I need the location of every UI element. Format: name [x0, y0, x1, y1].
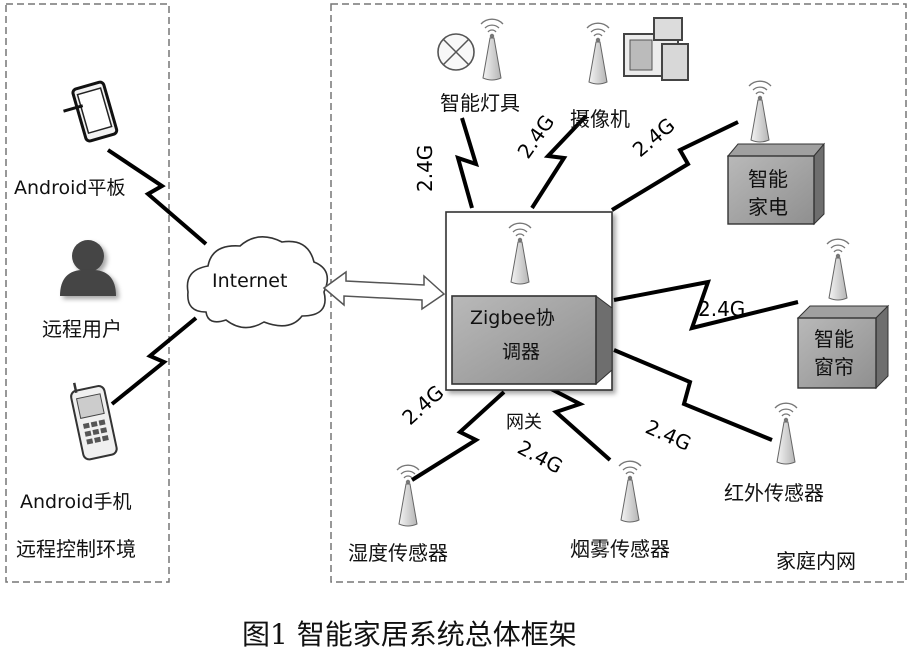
appliance-box — [726, 142, 826, 226]
cloud-icon — [186, 236, 329, 329]
lamp-icon — [437, 33, 475, 71]
curtain-label-line1: 智能 — [814, 327, 854, 351]
coordinator-label-line1: Zigbee协 — [470, 307, 555, 329]
user-label: 远程用户 — [42, 317, 122, 341]
tablet-icon — [63, 80, 119, 143]
user-icon — [60, 240, 116, 296]
camera-label: 摄像机 — [570, 107, 630, 131]
internet-label: Internet — [212, 270, 287, 292]
infrared-label: 红外传感器 — [724, 481, 824, 505]
coordinator-box — [451, 295, 613, 386]
link-appliance — [610, 120, 739, 212]
phone-icon — [70, 382, 118, 461]
appliance-label-line2: 家电 — [748, 195, 788, 219]
link-tablet-internet — [106, 148, 208, 246]
link-camera — [530, 114, 588, 210]
tablet-label: Android平板 — [14, 177, 125, 199]
lamp-label: 智能灯具 — [440, 91, 520, 115]
link-humidity — [410, 390, 506, 482]
link-infrared — [613, 348, 773, 442]
freq-label-curtain: 2.4G — [698, 297, 745, 321]
link-curtain — [613, 279, 799, 331]
link-phone-internet — [110, 316, 198, 406]
remote-env-title: 远程控制环境 — [16, 537, 136, 561]
phone-label: Android手机 — [20, 491, 131, 513]
appliance-label-line1: 智能 — [748, 167, 788, 191]
coordinator-label-line2: 调器 — [502, 341, 540, 363]
figure-caption: 图1 智能家居系统总体框架 — [242, 618, 577, 651]
gateway-label: 网关 — [506, 412, 542, 433]
link-smoke — [529, 376, 612, 462]
curtain-label-line2: 窗帘 — [814, 355, 854, 379]
camera-icon — [623, 17, 689, 81]
smoke-label: 烟雾传感器 — [570, 537, 670, 561]
internet-coordinator-arrow — [322, 270, 446, 311]
curtain-box — [796, 304, 890, 390]
freq-label-lamp: 2.4G — [413, 145, 437, 192]
humidity-label: 湿度传感器 — [348, 541, 448, 565]
home-network-title: 家庭内网 — [776, 549, 856, 573]
link-lamp — [455, 117, 480, 209]
wireless-links — [106, 114, 799, 482]
